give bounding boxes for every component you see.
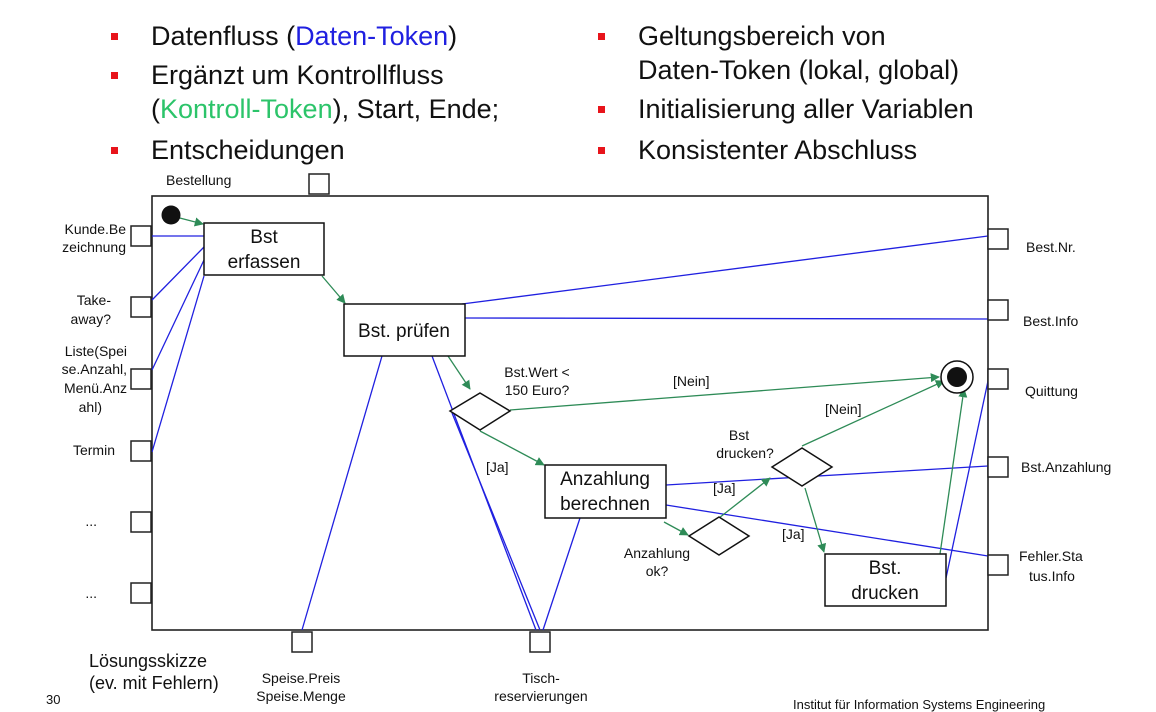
action-label: Bst. prüfen	[358, 321, 450, 342]
pin-label-speise: Speise.Preis	[262, 670, 341, 686]
decision-label: drucken?	[716, 445, 774, 461]
pin-label-tisch: Tisch-	[522, 670, 560, 686]
pin-more-1	[130, 511, 152, 533]
decision-label: Bst.Wert <	[504, 364, 569, 380]
svg-text:Kunde.Be: Kunde.Be	[65, 221, 127, 237]
pin-liste	[130, 368, 152, 390]
pin-bestellung	[308, 173, 330, 195]
action-label: Bst	[250, 227, 278, 248]
pin-best-nr	[987, 228, 1009, 250]
svg-text:ahl): ahl)	[79, 399, 102, 415]
decision-label: ok?	[646, 563, 669, 579]
svg-text:Take-: Take-	[77, 292, 112, 308]
svg-text:Termin: Termin	[73, 442, 115, 458]
action-label: berechnen	[560, 494, 650, 515]
bullet-initialisierung: Initialisierung aller Variablen	[638, 94, 974, 124]
pin-label-speise: Speise.Menge	[256, 688, 346, 704]
bullet-kontrollfluss: Ergänzt um Kontrollfluss (Kontroll-Token…	[151, 60, 500, 124]
bullet-marker	[598, 147, 605, 154]
pin-more-2	[130, 582, 152, 604]
data-flows	[151, 235, 989, 631]
pin-label-tisch: reservierungen	[494, 688, 587, 704]
pin-bst-anzahlung	[987, 456, 1009, 478]
action-label: drucken	[851, 583, 919, 604]
initial-node	[161, 205, 181, 225]
svg-text:Menü.Anz: Menü.Anz	[64, 380, 127, 396]
pin-quittung	[987, 368, 1009, 390]
bullet-marker	[111, 33, 118, 40]
pin-label-bestellung: Bestellung	[166, 172, 231, 188]
control-flows	[171, 215, 968, 555]
page-number: 30	[46, 692, 61, 707]
svg-text:tus.Info: tus.Info	[1029, 568, 1075, 584]
svg-text:Liste(Spei: Liste(Spei	[65, 343, 127, 359]
caption: Lösungsskizze (ev. mit Fehlern)	[89, 651, 219, 693]
svg-text:...: ...	[85, 513, 97, 529]
guard-label: [Nein]	[825, 401, 862, 417]
decision-label: Bst	[729, 427, 749, 443]
action-label: Anzahlung	[560, 469, 650, 490]
svg-text:Best.Info: Best.Info	[1023, 313, 1078, 329]
left-pins	[130, 225, 152, 604]
bullet-datenfluss: Datenfluss (Daten-Token)	[151, 21, 458, 51]
pin-best-info	[987, 299, 1009, 321]
bullet-entscheidungen: Entscheidungen	[151, 135, 345, 165]
bullet-marker	[598, 106, 605, 113]
svg-text:away?: away?	[71, 311, 112, 327]
bullet-marker	[598, 33, 605, 40]
left-pin-labels: Kunde.Be zeichnung Take- away? Liste(Spe…	[62, 221, 127, 601]
guard-label: [Nein]	[673, 373, 710, 389]
pin-take-away	[130, 296, 152, 318]
bullet-marker	[111, 72, 118, 79]
decision-label: 150 Euro?	[505, 382, 570, 398]
action-label: Bst.	[869, 558, 902, 579]
bullet-geltungsbereich: Geltungsbereich von Daten-Token (lokal, …	[638, 21, 960, 85]
decision-bst-wert	[448, 392, 512, 431]
guard-label: [Ja]	[782, 526, 805, 542]
decision-bst-drucken	[770, 447, 834, 487]
pin-tisch	[529, 631, 551, 653]
bullet-abschluss: Konsistenter Abschluss	[638, 135, 918, 165]
action-bst-erfassen	[203, 222, 325, 276]
guard-label: [Ja]	[713, 480, 736, 496]
action-anzahlung-berechnen	[544, 464, 667, 519]
action-bst-pruefen	[343, 303, 466, 357]
right-pins	[987, 228, 1009, 576]
bullet-marker	[111, 147, 118, 154]
activity-frame	[151, 195, 989, 631]
pin-termin	[130, 440, 152, 462]
right-pin-labels: Best.Nr. Best.Info Quittung Bst.Anzahlun…	[1019, 239, 1111, 584]
svg-text:Bst.Anzahlung: Bst.Anzahlung	[1021, 459, 1111, 475]
institute-name: Institut für Information Systems Enginee…	[793, 697, 1046, 712]
pin-kunde-bezeichnung	[130, 225, 152, 247]
svg-text:Quittung: Quittung	[1025, 383, 1078, 399]
pin-speise	[291, 631, 313, 653]
svg-text:zeichnung: zeichnung	[62, 239, 126, 255]
guard-label: [Ja]	[486, 459, 509, 475]
action-bst-drucken	[824, 553, 947, 607]
action-label: erfassen	[228, 252, 301, 273]
svg-text:Best.Nr.: Best.Nr.	[1026, 239, 1076, 255]
decision-anzahlung-ok	[687, 516, 751, 556]
svg-text:Fehler.Sta: Fehler.Sta	[1019, 548, 1083, 564]
svg-text:...: ...	[85, 585, 97, 601]
decision-label: Anzahlung	[624, 545, 690, 561]
svg-text:se.Anzahl,: se.Anzahl,	[62, 361, 127, 377]
final-node-core	[947, 367, 967, 387]
pin-fehler-status	[987, 554, 1009, 576]
